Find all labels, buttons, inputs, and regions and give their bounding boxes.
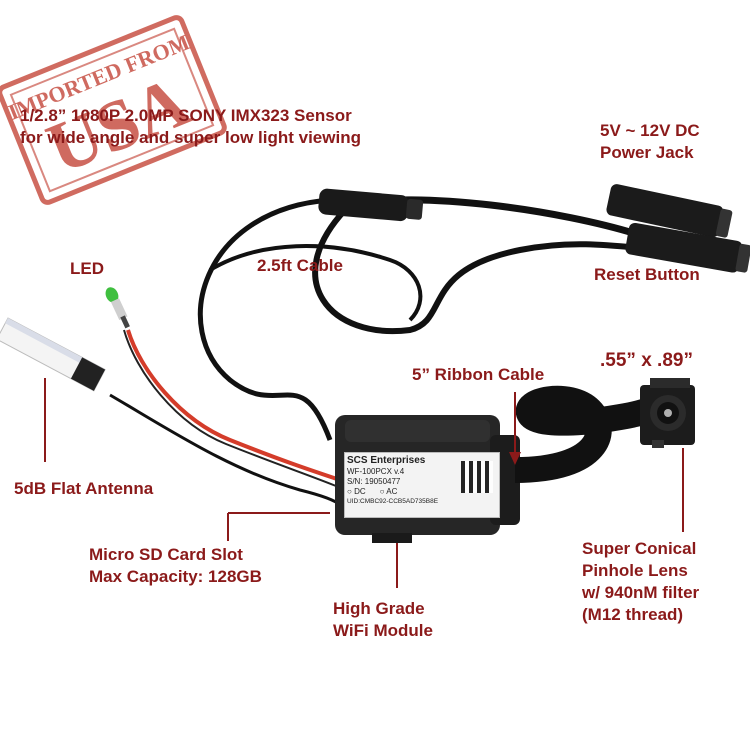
power-jack-label: 5V ~ 12V DC Power Jack (600, 120, 700, 164)
cable-connector (318, 188, 424, 222)
cable-lower (312, 207, 661, 335)
module-sticker: SCS Enterprises WF-100PCX v.4 S/N: 19050… (344, 452, 500, 518)
sd-card-label: Micro SD Card Slot Max Capacity: 128GB (89, 544, 262, 588)
sensor-label: 1/2.8” 1080P 2.0MP SONY IMX323 Sensor fo… (20, 105, 361, 149)
ribbon-cable (514, 385, 655, 483)
pinhole-camera (640, 378, 695, 448)
reset-button-label: Reset Button (594, 265, 700, 284)
power-line2: Power Jack (600, 143, 694, 162)
module-serial: S/N: 19050477 (347, 477, 401, 486)
lens-line1: Super Conical (582, 539, 697, 558)
module-ac: ○ AC (379, 487, 398, 496)
cable-loop (197, 197, 333, 441)
module-dc: ○ DC (347, 487, 366, 496)
lens-line4: (M12 thread) (582, 605, 684, 624)
sensor-line1: 1/2.8” 1080P 2.0MP SONY IMX323 Sensor (20, 106, 352, 125)
pinhole-lens-label: Super Conical Pinhole Lens w/ 940nM filt… (582, 538, 699, 626)
led-label: LED (70, 259, 104, 278)
cable-label: 2.5ft Cable (257, 256, 343, 275)
sensor-line2: for wide angle and super low light viewi… (20, 128, 361, 147)
sd-line1: Micro SD Card Slot (89, 545, 243, 564)
reset-jack (625, 222, 750, 273)
power-line1: 5V ~ 12V DC (600, 121, 700, 140)
sd-line2: Max Capacity: 128GB (89, 567, 262, 586)
wifi-line1: High Grade (333, 599, 425, 618)
power-jack (606, 184, 733, 238)
imported-from-usa-stamp: IMPORTED FROM USA (0, 0, 240, 220)
wifi-module-label: High Grade WiFi Module (333, 598, 433, 642)
qr-code-icon (461, 461, 493, 493)
antenna-wire (109, 393, 342, 507)
led (105, 287, 130, 329)
module-brand: SCS Enterprises (347, 455, 426, 466)
lens-line2: Pinhole Lens (582, 561, 688, 580)
ribbon-cable-label: 5” Ribbon Cable (412, 365, 545, 384)
antenna-label: 5dB Flat Antenna (14, 479, 154, 498)
led-red-wire (126, 329, 341, 482)
lens-size-label: .55” x .89” (600, 350, 693, 371)
lens-line3: w/ 940nM filter (582, 583, 700, 602)
module-model: WF-100PCX v.4 (347, 467, 405, 476)
module-uid: UID:CMBC92-CCB5AD735B8E (347, 498, 439, 505)
wifi-line2: WiFi Module (333, 621, 433, 640)
flat-antenna (0, 317, 106, 392)
